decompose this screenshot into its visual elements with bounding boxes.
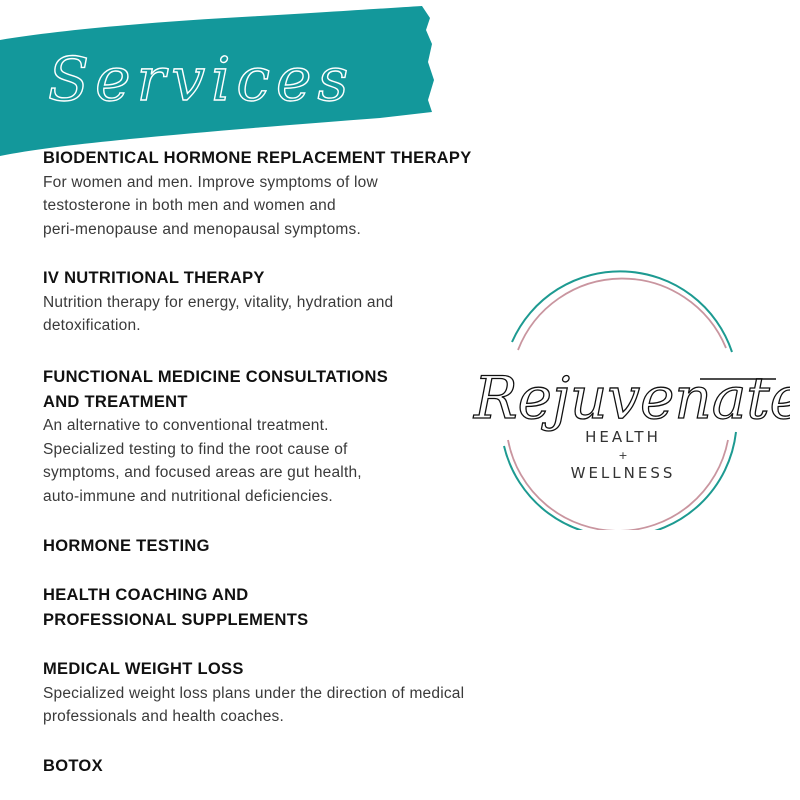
service-description: Specialized weight loss plans under the …: [43, 684, 465, 702]
service-title: BOTOX: [43, 757, 103, 775]
service-item: HEALTH COACHING AND PROFESSIONAL SUPPLEME…: [43, 583, 308, 632]
service-description: An alternative to conventional treatment…: [43, 417, 329, 434]
brush-stroke: [0, 6, 434, 156]
service-item: FUNCTIONAL MEDICINE CONSULTATIONS AND TRE…: [43, 365, 388, 508]
service-description: auto-immune and nutritional deficiencies…: [43, 487, 333, 505]
logo-ring-teal-bottom: [503, 431, 737, 530]
service-description: testosterone in both men and women and: [43, 197, 336, 214]
logo-health: HEALTH: [585, 428, 661, 446]
service-description: detoxification.: [43, 317, 141, 334]
services-banner: Services: [0, 6, 434, 156]
service-title: PROFESSIONAL SUPPLEMENTS: [43, 610, 309, 629]
service-description: Specialized testing to find the root cau…: [43, 440, 348, 458]
logo-ring-pink-bottom: [507, 439, 729, 530]
service-title: AND TREATMENT: [43, 392, 188, 411]
logo-script: Rejuvenate: [473, 364, 790, 432]
service-description: peri-menopause and menopausal symptoms.: [43, 220, 361, 238]
service-title: BIODENTICAL HORMONE REPLACEMENT THERAPY: [43, 149, 472, 167]
service-item: BIODENTICAL HORMONE REPLACEMENT THERAPY F…: [43, 146, 472, 241]
service-title: HEALTH COACHING AND: [43, 586, 249, 604]
services-title: Services: [48, 45, 354, 115]
logo-wellness: WELLNESS: [571, 464, 676, 482]
service-description: For women and men. Improve symptoms of l…: [43, 173, 378, 191]
service-title: IV NUTRITIONAL THERAPY: [43, 269, 265, 287]
rejuvenate-logo: Rejuvenate HEALTH + WELLNESS: [472, 270, 790, 530]
service-item: HORMONE TESTING: [43, 534, 210, 559]
logo-plus: +: [618, 449, 627, 462]
service-title: MEDICAL WEIGHT LOSS: [43, 660, 244, 678]
service-item: MEDICAL WEIGHT LOSS Specialized weight lo…: [43, 657, 464, 729]
service-title: HORMONE TESTING: [43, 537, 210, 555]
service-item: BOTOX: [43, 754, 103, 779]
service-description: Nutrition therapy for energy, vitality, …: [43, 293, 394, 311]
logo-ring-pink-top: [517, 277, 727, 351]
service-item: IV NUTRITIONAL THERAPY Nutrition therapy …: [43, 266, 393, 338]
service-description: symptoms, and focused areas are gut heal…: [43, 464, 362, 481]
service-description: professionals and health coaches.: [43, 708, 284, 725]
logo-ring-teal-top: [511, 270, 733, 353]
service-title: FUNCTIONAL MEDICINE CONSULTATIONS: [43, 368, 389, 386]
